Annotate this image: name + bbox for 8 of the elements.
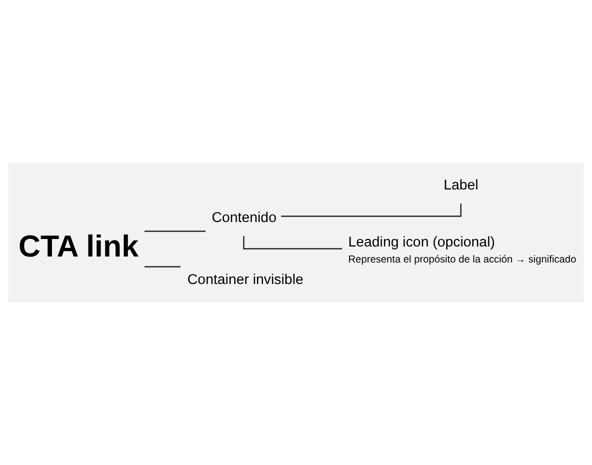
connector: [144, 266, 181, 268]
node-text: Contenido: [212, 210, 276, 226]
node-text: CTA link: [18, 229, 139, 264]
node-text: Label: [444, 178, 478, 194]
node-text: Leading icon (opcional): [348, 234, 495, 250]
connector: [144, 230, 206, 232]
node-label: Representa el propósito de la acción → significado: [348, 254, 576, 266]
node-text: Container invisible: [187, 272, 304, 288]
